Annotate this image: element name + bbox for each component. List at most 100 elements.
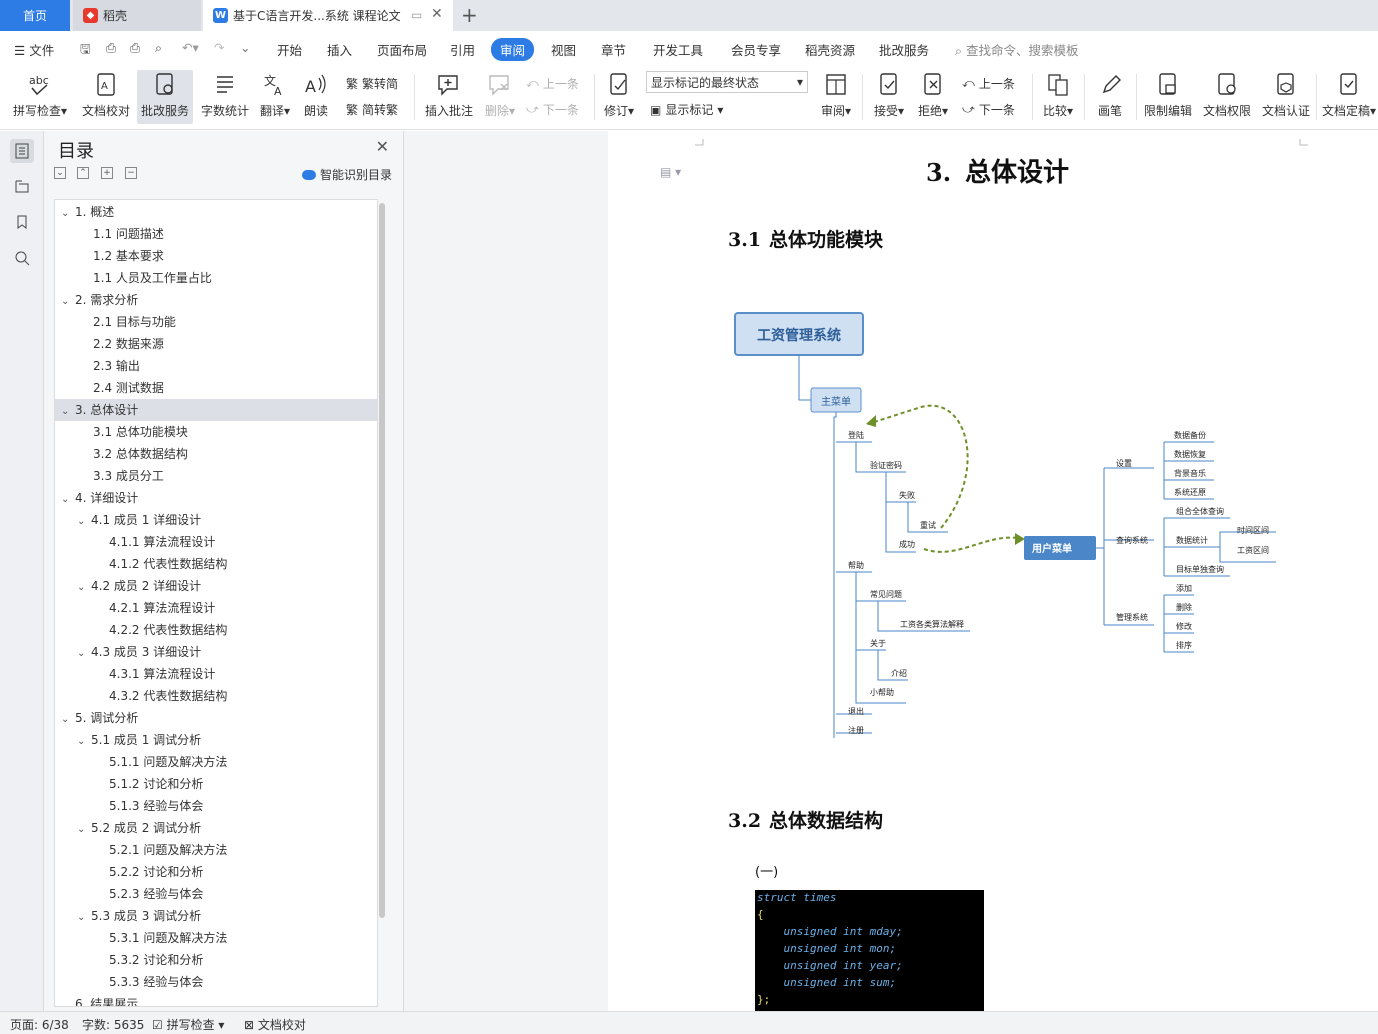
toc-item[interactable]: 2.3 输出 xyxy=(55,355,377,377)
chevron-down-icon[interactable]: ⌄ xyxy=(77,736,86,747)
toc-item[interactable]: ⌄1. 概述 xyxy=(55,201,377,223)
page-indicator[interactable]: 页面: 6/38 xyxy=(10,1018,69,1032)
review-pane-button[interactable]: 审阅▾ xyxy=(816,70,856,124)
chevron-down-icon[interactable]: ⌄ xyxy=(77,582,86,593)
menu-insert[interactable]: 插入 xyxy=(327,43,353,58)
markup-state-select[interactable]: 显示标记的最终状态▾ xyxy=(646,71,808,93)
delete-comment-button[interactable]: 删除▾ xyxy=(480,70,520,124)
toc-item[interactable]: 4.1.2 代表性数据结构 xyxy=(55,553,377,575)
chevron-down-icon[interactable]: ⌄ xyxy=(77,912,86,923)
toc-item[interactable]: 5.1.3 经验与体会 xyxy=(55,795,377,817)
trad-to-simp-button[interactable]: 繁繁转简 xyxy=(346,75,398,92)
toc-item[interactable]: 1.1 人员及工作量占比 xyxy=(55,267,377,289)
close-tab-icon[interactable]: ✕ xyxy=(431,6,443,22)
toc-item[interactable]: 3.3 成员分工 xyxy=(55,465,377,487)
next-comment-button[interactable]: ⤻下一条 xyxy=(526,101,579,118)
remove-heading-icon[interactable]: − xyxy=(125,167,137,179)
toc-item[interactable]: ⌄5.3 成员 3 调试分析 xyxy=(55,905,377,927)
menu-correction[interactable]: 批改服务 xyxy=(879,43,930,58)
reject-button[interactable]: 拒绝▾ xyxy=(914,70,952,124)
toc-item[interactable]: 2.2 数据来源 xyxy=(55,333,377,355)
toc-scrollbar[interactable] xyxy=(378,199,386,1007)
toc-item[interactable]: 5.3.1 问题及解决方法 xyxy=(55,927,377,949)
tab-daoke[interactable]: ◆ 稻壳 xyxy=(73,0,201,31)
toc-item[interactable]: 5.1.1 问题及解决方法 xyxy=(55,751,377,773)
menu-view[interactable]: 视图 xyxy=(551,43,577,58)
chevron-down-icon[interactable]: ⌄ xyxy=(77,824,86,835)
menu-review[interactable]: 审阅 xyxy=(491,38,535,61)
menu-member[interactable]: 会员专享 xyxy=(731,43,782,58)
spell-check-button[interactable]: abc 拼写检查▾ xyxy=(10,70,70,124)
toc-item[interactable]: ⌄5. 调试分析 xyxy=(55,707,377,729)
proofread-button[interactable]: A 文档校对 xyxy=(78,70,134,124)
toc-item[interactable]: 5.1.2 讨论和分析 xyxy=(55,773,377,795)
doc-certify-button[interactable]: 文档认证 xyxy=(1258,70,1314,124)
compare-button[interactable]: 比较▾ xyxy=(1038,70,1078,124)
pen-button[interactable]: 画笔 xyxy=(1090,70,1130,124)
restrict-editing-button[interactable]: 限制编辑 xyxy=(1140,70,1196,124)
chevron-down-icon[interactable]: ⌄ xyxy=(61,494,70,505)
save-icon[interactable]: 🖫 xyxy=(80,41,91,56)
toc-item[interactable]: ⌄3. 总体设计 xyxy=(55,399,377,421)
status-proofread[interactable]: ⊠ 文档校对 xyxy=(244,1016,306,1033)
toc-item[interactable]: ⌄4. 详细设计 xyxy=(55,487,377,509)
toc-item[interactable]: 1.1 问题描述 xyxy=(55,223,377,245)
print-preview-icon[interactable]: ⌕ xyxy=(155,40,163,55)
menu-dev-tools[interactable]: 开发工具 xyxy=(653,43,704,58)
new-tab-button[interactable]: + xyxy=(461,3,478,27)
toc-item[interactable]: 5.3.2 讨论和分析 xyxy=(55,949,377,971)
chevron-down-icon[interactable]: ⌄ xyxy=(61,406,70,417)
menu-start[interactable]: 开始 xyxy=(277,43,303,58)
chevron-down-icon[interactable]: ⌄ xyxy=(77,516,86,527)
chevron-down-icon[interactable]: ⌄ xyxy=(61,208,70,219)
read-aloud-button[interactable]: A 朗读 xyxy=(298,70,334,124)
toc-item[interactable]: 5.2.2 讨论和分析 xyxy=(55,861,377,883)
close-icon[interactable]: ✕ xyxy=(375,137,389,156)
menu-chapter[interactable]: 章节 xyxy=(601,43,627,58)
export-icon[interactable]: ⎙ xyxy=(106,40,117,55)
toc-item[interactable]: 5.2.1 问题及解决方法 xyxy=(55,839,377,861)
toc-item[interactable]: 3.2 总体数据结构 xyxy=(55,443,377,465)
add-heading-icon[interactable]: + xyxy=(101,167,113,179)
expand-up-icon[interactable]: ⌃ xyxy=(77,167,89,179)
redo-icon[interactable]: ↷ xyxy=(214,40,225,55)
toc-item[interactable]: 5.3.3 经验与体会 xyxy=(55,971,377,993)
menu-page-layout[interactable]: 页面布局 xyxy=(377,43,428,58)
status-spell-check[interactable]: ☑ 拼写检查 ▾ xyxy=(152,1018,225,1032)
menu-reference[interactable]: 引用 xyxy=(450,43,476,58)
toc-item[interactable]: ⌄5.1 成员 1 调试分析 xyxy=(55,729,377,751)
toc-item[interactable]: 4.2.1 算法流程设计 xyxy=(55,597,377,619)
toc-item[interactable]: 4.3.1 算法流程设计 xyxy=(55,663,377,685)
toc-item[interactable]: ⌄4.3 成员 3 详细设计 xyxy=(55,641,377,663)
insert-comment-button[interactable]: 插入批注 xyxy=(420,70,478,124)
toc-item[interactable]: 4.1.1 算法流程设计 xyxy=(55,531,377,553)
menu-daoke-resources[interactable]: 稻壳资源 xyxy=(805,43,856,58)
doc-permission-button[interactable]: 文档权限 xyxy=(1199,70,1255,124)
smart-toc-button[interactable]: 智能识别目录 xyxy=(302,166,392,183)
next-change-button[interactable]: ⤻下一条 xyxy=(962,101,1015,118)
print-icon[interactable]: ⎙ xyxy=(130,40,141,55)
chevron-down-icon[interactable]: ⌄ xyxy=(61,296,70,307)
toc-item[interactable]: 4.3.2 代表性数据结构 xyxy=(55,685,377,707)
search-icon[interactable] xyxy=(10,246,34,270)
toc-item[interactable]: ⌄4.1 成员 1 详细设计 xyxy=(55,509,377,531)
command-search[interactable]: ⌕ 查找命令、搜索模板 xyxy=(955,40,1079,59)
show-markup-button[interactable]: ▣显示标记▾ xyxy=(650,102,724,118)
monitor-icon[interactable]: ▭ xyxy=(411,8,423,22)
prev-change-button[interactable]: ⤺上一条 xyxy=(962,75,1015,92)
prev-comment-button[interactable]: ⤺上一条 xyxy=(526,75,579,92)
correction-service-button[interactable]: 批改服务 xyxy=(137,70,193,124)
bookmark-icon[interactable] xyxy=(10,210,34,234)
toc-item[interactable]: 5.2.3 经验与体会 xyxy=(55,883,377,905)
toc-item[interactable]: 2.4 测试数据 xyxy=(55,377,377,399)
tab-document[interactable]: W 基于C语言开发...系统 课程论文 ▭ ✕ xyxy=(203,0,453,31)
undo-icon[interactable]: ↶▾ xyxy=(182,40,199,55)
accept-button[interactable]: 接受▾ xyxy=(870,70,908,124)
toc-item[interactable]: ⌄4.2 成员 2 详细设计 xyxy=(55,575,377,597)
file-menu[interactable]: ☰ 文件 xyxy=(14,43,55,58)
chapter-nav-icon[interactable] xyxy=(10,174,34,198)
finalize-doc-button[interactable]: 文档定稿▾ xyxy=(1320,70,1378,124)
toc-item[interactable]: 1.2 基本要求 xyxy=(55,245,377,267)
toc-scroll-thumb[interactable] xyxy=(379,203,385,918)
